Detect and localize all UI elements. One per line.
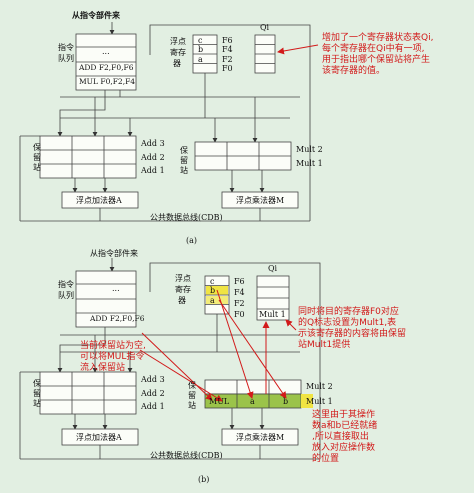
note-bottom-line5: 的位置 [312,454,340,464]
add-rs-3: Add 3 [141,139,165,148]
note-bottom-line4: 放入对应操作数 [312,443,376,453]
queue-label-2: 队列 [58,54,74,63]
mult-rs-label-b-3: 站 [188,401,196,410]
queue-dots: ... [102,47,110,56]
qi-label-b: Qi [268,264,278,273]
reg-tag-a: a [198,55,203,64]
note-right: 同时将目的寄存器F0对应 的Q标志设置为Mult1,表 示该寄存器的内容将由保留… [298,307,406,351]
note-top: 增加了一个寄存器状态表Qi, 每个寄存器在Qi中有一项, 用于指出哪个保留站将产… [322,33,433,77]
mult1-a: a [250,397,255,406]
mult-unit: 浮点乘法器M [236,196,285,205]
reg-name-f4-b: F4 [234,288,245,297]
reg-name-f0: F0 [222,64,233,73]
add-rs-3-b: Add 3 [141,375,165,384]
note-top-line3: 用于指出哪个保留站将产生 [322,55,431,65]
reg-tag-b: b [198,45,204,54]
mult-rs-1: Mult 1 [296,159,323,168]
mult1-b: b [283,397,289,406]
rs-label-3: 站 [33,163,41,172]
regfile-label-3: 器 [173,59,181,68]
cdb-label: 公共数据总线(CDB) [150,213,223,222]
mult-rs-2: Mult 2 [296,145,323,154]
rs-label-2: 留 [33,153,41,162]
reg-name-f2: F2 [222,55,233,64]
queue-label-b-1: 指令 [58,280,74,289]
note-right-line3: 示该寄存器的内容将由保留 [298,329,407,339]
reg-name-f2-b: F2 [234,299,245,308]
queue-row-add-b: ADD F2,F0,F6 [90,314,145,323]
reg-tag-a-b: a [210,296,215,305]
mult-rs-2-b: Mult 2 [306,382,333,391]
note-top-line4: 该寄存器的值。 [322,66,386,76]
regfile-label-b-2: 寄存 [175,285,191,294]
note-bottom-line1: 这里由于其操作 [312,410,376,420]
mult-unit-b: 浮点乘法器M [236,433,285,442]
queue-dots-b: ... [112,284,120,293]
rs-label-1: 保 [33,143,41,152]
queue-label-1: 指令 [58,43,74,52]
caption-a: (a) [186,236,198,245]
mult-rs-label-1: 保 [180,146,188,155]
mult-rs-label-2: 留 [180,156,188,165]
note-left-line1: 当前保留站为空, [80,341,146,351]
reg-name-f6-b: F6 [234,277,245,286]
reg-name-f0-b: F0 [234,310,245,319]
add-unit: 浮点加法器A [76,196,122,205]
source-label-b: 从指令部件来 [90,249,138,258]
reg-tag-c: c [198,36,203,45]
source-label: 从指令部件来 [72,10,120,20]
note-left-line2: 可以将MUL指令 [80,352,145,362]
rs-label-b-2: 留 [33,389,41,398]
queue-row-mul: MUL F0,F2,F4 [79,77,136,86]
note-bottom-line3: ,所以直接取出 [312,432,369,442]
note-right-line4: 站Mult1提供 [298,340,351,350]
rs-label-b-1: 保 [33,379,41,388]
reg-name-f6: F6 [222,36,233,45]
reg-tag-b-b: b [210,286,216,295]
caption-b: (b) [198,475,210,484]
mult-rs-label-b-2: 留 [188,391,196,400]
note-bottom: 这里由于其操作 数a和b已经就绪 ,所以直接取出 放入对应操作数 的位置 [312,410,377,465]
reg-tag-c-b: c [210,277,215,286]
regfile-label-b-3: 器 [178,296,186,305]
reg-name-f4: F4 [222,45,233,54]
note-left: 当前保留站为空, 可以将MUL指令 流入保留站 [80,341,146,374]
mult1-op: MUL [209,397,230,406]
note-bottom-line2: 数a和b已经就绪 [312,421,378,431]
qi-f0-value: Mult 1 [259,310,286,319]
mult-rs-label-3: 站 [180,166,188,175]
mult-rs-label-b-1: 保 [188,381,196,390]
note-right-line1: 同时将目的寄存器F0对应 [298,307,399,317]
add-rs-2: Add 2 [141,153,165,162]
regfile-label-b-1: 浮点 [175,274,191,283]
queue-label-b-2: 队列 [58,291,74,300]
qi-label: Qi [260,23,270,32]
add-rs-1: Add 1 [141,166,165,175]
queue-row-add: ADD F2,F0,F6 [79,63,134,72]
regfile-label-2: 寄存 [170,48,186,57]
add-rs-2-b: Add 2 [141,389,165,398]
add-unit-b: 浮点加法器A [76,433,122,442]
regfile-label-1: 浮点 [170,37,186,46]
note-top-line2: 每个寄存器在Qi中有一项, [322,44,425,54]
note-left-line3: 流入保留站 [80,363,126,373]
add-rs-1-b: Add 1 [141,402,165,411]
rs-label-b-3: 站 [33,399,41,408]
cdb-label-b: 公共数据总线(CDB) [150,451,223,460]
note-right-line2: 的Q标志设置为Mult1,表 [298,318,397,328]
mult-rs-1-b: Mult 1 [306,397,333,406]
note-top-line1: 增加了一个寄存器状态表Qi, [322,33,434,43]
